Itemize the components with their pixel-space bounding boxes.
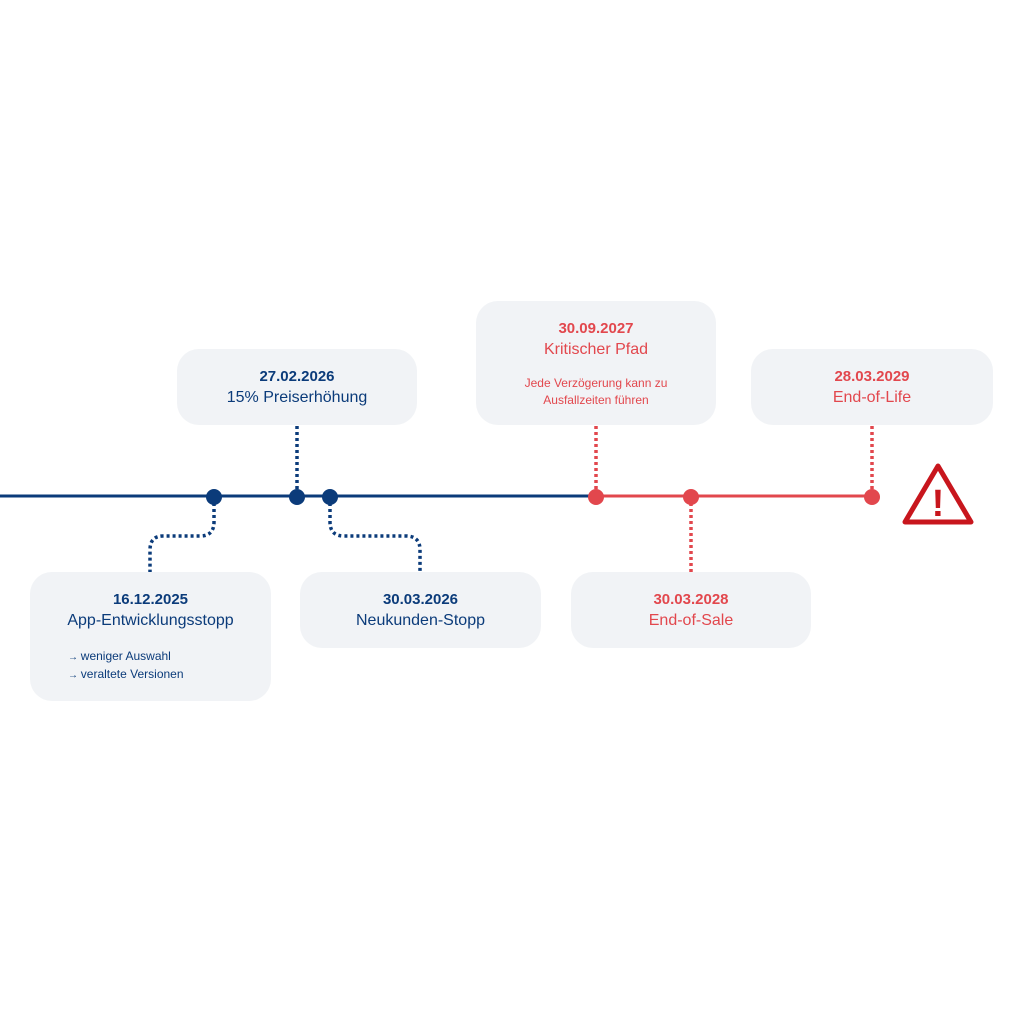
milestone-label: Neukunden-Stopp <box>356 612 485 629</box>
milestone-date: 27.02.2026 <box>259 368 335 385</box>
milestone-card-m4: 30.09.2027 Kritischer Pfad Jede Verzöger… <box>476 301 716 425</box>
list-item: veraltete Versionen <box>68 666 271 684</box>
milestone-label: End-of-Sale <box>648 612 734 629</box>
milestone-card-m5: 30.03.2028 End-of-Sale <box>571 572 811 648</box>
milestone-dot-m6 <box>864 489 880 505</box>
list-item: weniger Auswahl <box>68 648 271 666</box>
milestone-dot-m4 <box>588 489 604 505</box>
milestone-card-m2: 27.02.2026 15% Preiserhöhung <box>177 349 417 425</box>
milestone-label: End-of-Life <box>832 389 912 406</box>
milestone-label: 15% Preiserhöhung <box>226 389 368 406</box>
warning-exclamation: ! <box>932 483 945 525</box>
milestone-note: Jede Verzögerung kann zu Ausfallzeiten f… <box>524 376 668 407</box>
milestone-label: App-Entwicklungsstopp <box>67 612 234 629</box>
milestone-date: 30.09.2027 <box>558 320 634 337</box>
milestone-dot-m2 <box>289 489 305 505</box>
connector-m3 <box>328 497 422 574</box>
milestone-dot-m1 <box>206 489 222 505</box>
connector-m1 <box>148 497 216 574</box>
milestone-card-m1: 16.12.2025 App-Entwicklungsstopp weniger… <box>30 572 271 701</box>
milestone-dot-m3 <box>322 489 338 505</box>
milestone-bullets: weniger Auswahl veraltete Versionen <box>30 648 271 684</box>
milestone-card-m3: 30.03.2026 Neukunden-Stopp <box>300 572 541 648</box>
milestone-date: 30.03.2028 <box>653 591 729 608</box>
milestone-date: 28.03.2029 <box>834 368 910 385</box>
milestone-date: 30.03.2026 <box>382 591 459 608</box>
milestone-card-m6: 28.03.2029 End-of-Life <box>751 349 993 425</box>
warning-triangle-icon: ! <box>902 463 974 525</box>
milestone-dot-m5 <box>683 489 699 505</box>
milestone-date: 16.12.2025 <box>112 591 189 608</box>
milestone-label: Kritischer Pfad <box>543 341 649 358</box>
